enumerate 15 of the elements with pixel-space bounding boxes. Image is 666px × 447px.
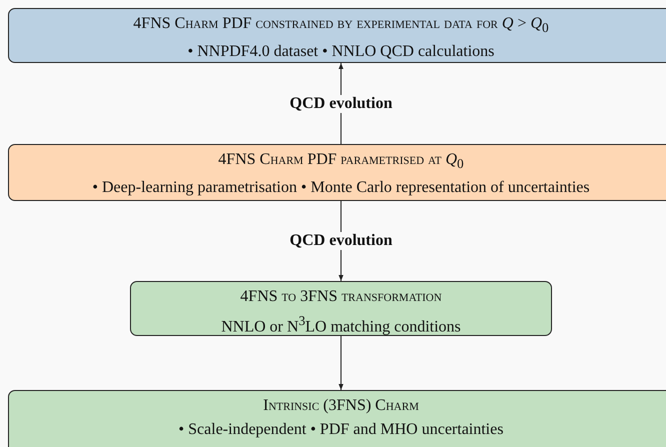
box-text: • Deep-learning parametrisation • Monte Carlo representation of uncertainties xyxy=(92,178,590,198)
process-box xyxy=(8,144,666,201)
box-text: • Scale-independent • PDF and MHO uncertainties xyxy=(178,420,504,440)
process-box xyxy=(130,281,552,336)
edge-label: QCD evolution xyxy=(288,232,394,250)
arrow xyxy=(338,336,344,390)
edge-label: QCD evolution xyxy=(288,94,394,112)
box-heading: 4FNS Charm PDF parametrised at Q$_{0}$ xyxy=(218,150,464,174)
box-text: NNLO or N$^{3}$LO matching conditions xyxy=(221,312,461,338)
box-heading: 4FNS Charm PDF constrained by experimental data for Q > Q$_{0}$ xyxy=(133,14,549,38)
box-heading: Intrinsic (3FNS) Charm xyxy=(263,396,419,416)
process-box xyxy=(8,390,666,447)
box-text: • NNPDF4.0 dataset • NNLO QCD calculations xyxy=(188,42,494,62)
box-heading: 4FNS to 3FNS transformation xyxy=(240,287,442,307)
process-box xyxy=(8,8,666,63)
